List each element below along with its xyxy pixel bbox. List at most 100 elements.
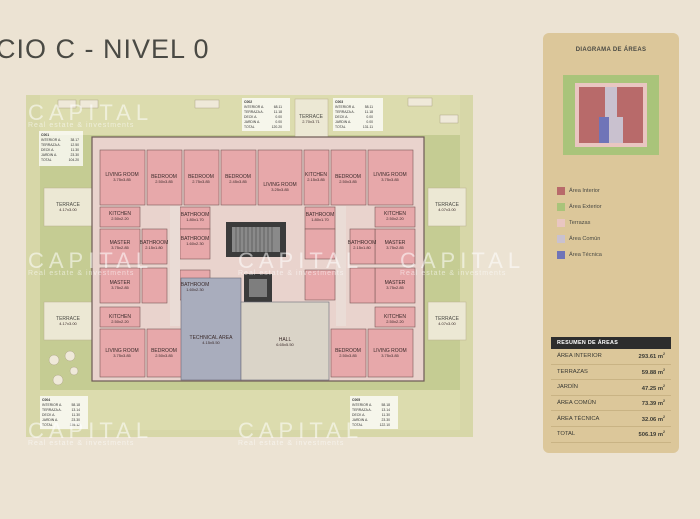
- room-name-bathroom-c1: BATHROOM: [181, 212, 210, 218]
- room-dim-living-br: 3.75x3.85: [381, 353, 399, 358]
- room-dim-terrace-tl: 4.17x3.00: [59, 207, 77, 212]
- unit-table-label: JARDIN A.: [42, 418, 58, 422]
- room-name-bathroom-c3: BATHROOM: [181, 236, 210, 242]
- room-dim-bathroom-l: 2.15x1.80: [145, 245, 163, 250]
- room-name-living-tr: LIVING ROOM: [373, 172, 406, 178]
- room-dim-kitchen-r2: 2.50x2.20: [386, 319, 404, 324]
- summary-label: TERRAZAS: [557, 368, 588, 375]
- legend-label: Área Técnica: [569, 252, 602, 258]
- unit-table-label: JARDIN A.: [352, 418, 368, 422]
- room-name-kitchen-l2: KITCHEN: [109, 314, 131, 320]
- room-dim-bedroom-t2: 2.75x3.85: [192, 179, 210, 184]
- room-dim-master-r2: 3.75x2.85: [386, 285, 404, 290]
- room-dim-bedroom-t1: 2.50x3.85: [155, 179, 173, 184]
- terrace-br: [427, 301, 467, 341]
- summary-value: 47.25 m2: [641, 383, 665, 392]
- room-dim-bedroom-b1: 2.50x3.85: [155, 353, 173, 358]
- room-dim-kitchen-r1: 2.50x2.20: [386, 216, 404, 221]
- room-dim-bathroom-r: 2.15x1.80: [353, 245, 371, 250]
- summary-label: ÁREA TÉCNICA: [557, 415, 600, 422]
- room-dim-living-bl: 3.75x3.85: [113, 353, 131, 358]
- room-dim-bedroom-b2: 2.50x3.85: [339, 353, 357, 358]
- room-dim-living-tl: 3.75x3.85: [113, 177, 131, 182]
- summary-value: 506.19 m2: [638, 430, 665, 439]
- page-title: CIO C - NIVEL 0: [0, 34, 210, 64]
- unit-table-label: TERRAZA A.: [335, 110, 355, 114]
- technical-area: [180, 277, 242, 381]
- room-name-master-l1: MASTER: [110, 240, 131, 246]
- unit-table-value: 12.50: [71, 143, 80, 147]
- room-dim-kitchen-l2: 2.50x2.20: [111, 319, 129, 324]
- unit-table-value: 68.11: [274, 105, 282, 109]
- summary-row: JARDÍN 47.25 m2: [551, 380, 671, 396]
- unit-table-label: TERRAZA A.: [352, 408, 372, 412]
- unit-table-label: TERRAZA A.: [244, 110, 264, 114]
- summary-heading: RESUMEN DE ÁREAS: [551, 337, 671, 349]
- unit-table-value: 11.18: [274, 110, 282, 114]
- panel-title: DIAGRAMA DE ÁREAS: [575, 47, 647, 53]
- unit-table-id: C004: [42, 398, 50, 402]
- legend-label: Área Común: [569, 236, 601, 242]
- summary-value: 73.39 m2: [641, 399, 665, 408]
- watermark-tagline: Real estate & investments: [400, 270, 507, 277]
- unit-table-value: 23.30: [71, 153, 80, 157]
- legend-swatch: [557, 219, 565, 227]
- room-name-master-r1: MASTER: [385, 240, 406, 246]
- unit-table-label: DECK A.: [335, 115, 348, 119]
- unit-table-value: 0.00: [366, 120, 373, 124]
- room-name-master-r2: MASTER: [385, 280, 406, 286]
- garden-furniture: [48, 97, 459, 386]
- unit-table-value: 104.20: [69, 158, 79, 162]
- room-name-bathroom-r: BATHROOM: [348, 240, 377, 246]
- watermark-brand: CAPITAL: [400, 248, 526, 273]
- summary-value: 32.06 m2: [641, 414, 665, 423]
- legend-item: Área Técnica: [557, 247, 602, 263]
- unit-table-c001-bg: [39, 131, 83, 166]
- thumb-technical: [599, 117, 609, 143]
- room-dim-bedroom-t3: 2.45x3.85: [229, 179, 247, 184]
- room-dim-living-tr: 3.75x3.85: [381, 177, 399, 182]
- room-name-bedroom-t4: BEDROOM: [335, 174, 361, 180]
- unit-table-label: TOTAL: [335, 125, 346, 129]
- room-name-kitchen-tc: KITCHEN: [305, 172, 327, 178]
- room-dim-kitchen-tc: 2.15x3.85: [307, 177, 325, 182]
- unit-table-value: 11.18: [365, 110, 373, 114]
- watermark-brand: CAPITAL: [28, 418, 154, 443]
- summary-label: JARDÍN: [557, 384, 578, 391]
- room-name-terrace-br: TERRACE: [435, 316, 460, 322]
- interior-rooms: [99, 149, 416, 378]
- legend-swatch: [557, 235, 565, 243]
- room-name-master-l2: MASTER: [110, 280, 131, 286]
- unit-table-value: 23.30: [72, 418, 81, 422]
- room-name-bathroom-c2: BATHROOM: [306, 212, 335, 218]
- legend-item: Área Interior: [557, 183, 602, 199]
- unit-table-value: 125.12: [70, 423, 80, 427]
- unit-table-c002-bg: [242, 98, 290, 131]
- corridor-right: [336, 206, 346, 326]
- room-name-technical: TECHNICAL AREA: [190, 335, 234, 341]
- corridor-left: [170, 206, 180, 326]
- room-name-kitchen-l1: KITCHEN: [109, 211, 131, 217]
- room-name-bathroom-l: BATHROOM: [140, 240, 169, 246]
- unit-table-value: 120.20: [272, 125, 282, 129]
- unit-table-label: TERRAZA A.: [41, 143, 61, 147]
- unit-table-value: 58.11: [365, 105, 373, 109]
- unit-table-id: C002: [244, 100, 252, 104]
- room-name-living-tl: LIVING ROOM: [105, 172, 138, 178]
- unit-table-label: TOTAL: [42, 423, 53, 427]
- unit-table-label: TOTAL: [41, 158, 52, 162]
- unit-table-label: TOTAL: [244, 125, 255, 129]
- room-name-kitchen-r1: KITCHEN: [384, 211, 406, 217]
- terrace-bl: [43, 301, 93, 341]
- legend-label: Área Exterior: [569, 204, 602, 210]
- unit-table-value: 122.10: [380, 423, 390, 427]
- watermark-brand: CAPITAL: [238, 248, 364, 273]
- room-name-terrace-tr: TERRACE: [435, 202, 460, 208]
- room-name-bedroom-b1: BEDROOM: [151, 348, 177, 354]
